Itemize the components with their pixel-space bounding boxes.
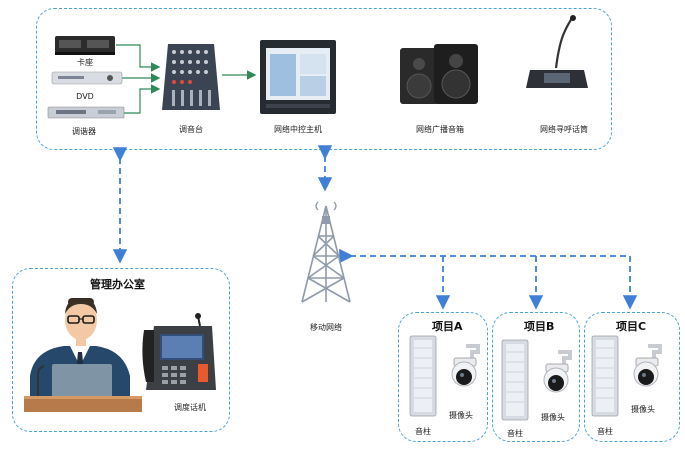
network-tower-icon <box>301 201 351 303</box>
camera-label: 摄像头 <box>541 413 565 422</box>
project-c-group <box>584 312 680 442</box>
paging-microphone-icon <box>526 15 588 88</box>
sound-column-label: 音柱 <box>415 427 431 436</box>
project-a-title: 项目A <box>432 320 463 333</box>
project-b-group <box>492 312 580 442</box>
dvd-player-icon <box>51 71 123 85</box>
host-label: 网络中控主机 <box>274 125 322 134</box>
sound-column-icon <box>501 339 529 421</box>
operator-person-icon <box>24 298 142 412</box>
camera-icon <box>543 350 572 393</box>
tuner-label: 调谐器 <box>72 127 96 136</box>
office-title: 管理办公室 <box>90 278 145 291</box>
network-label: 移动网络 <box>310 323 342 332</box>
sound-column-icon <box>409 335 437 417</box>
card-deck-label: 卡座 <box>77 58 93 67</box>
project-a-group <box>398 312 488 442</box>
camera-icon <box>633 344 662 387</box>
network-host-icon <box>260 40 336 114</box>
dispatch-phone-label: 调度话机 <box>174 403 206 412</box>
project-c-title: 项目C <box>616 320 647 333</box>
sound-column-label: 音柱 <box>597 427 613 436</box>
sound-column-label: 音柱 <box>507 429 523 438</box>
camera-icon <box>451 344 480 387</box>
dvd-label: DVD <box>76 92 94 101</box>
speaker-icon <box>400 44 478 104</box>
project-b-title: 项目B <box>524 320 555 333</box>
camera-label: 摄像头 <box>449 411 473 420</box>
paging-mic-label: 网络寻呼话筒 <box>540 125 588 134</box>
source-to-mixer-arrows <box>116 44 161 114</box>
mixer-icon <box>162 44 220 110</box>
sound-column-icon <box>591 335 619 417</box>
camera-label: 摄像头 <box>631 405 655 414</box>
card-deck-icon <box>55 36 115 55</box>
dispatch-phone-icon <box>142 313 216 390</box>
tuner-icon <box>47 106 125 119</box>
speaker-label: 网络广播音箱 <box>416 125 464 134</box>
office-group <box>12 268 230 432</box>
mixer-label: 调音台 <box>179 125 203 134</box>
